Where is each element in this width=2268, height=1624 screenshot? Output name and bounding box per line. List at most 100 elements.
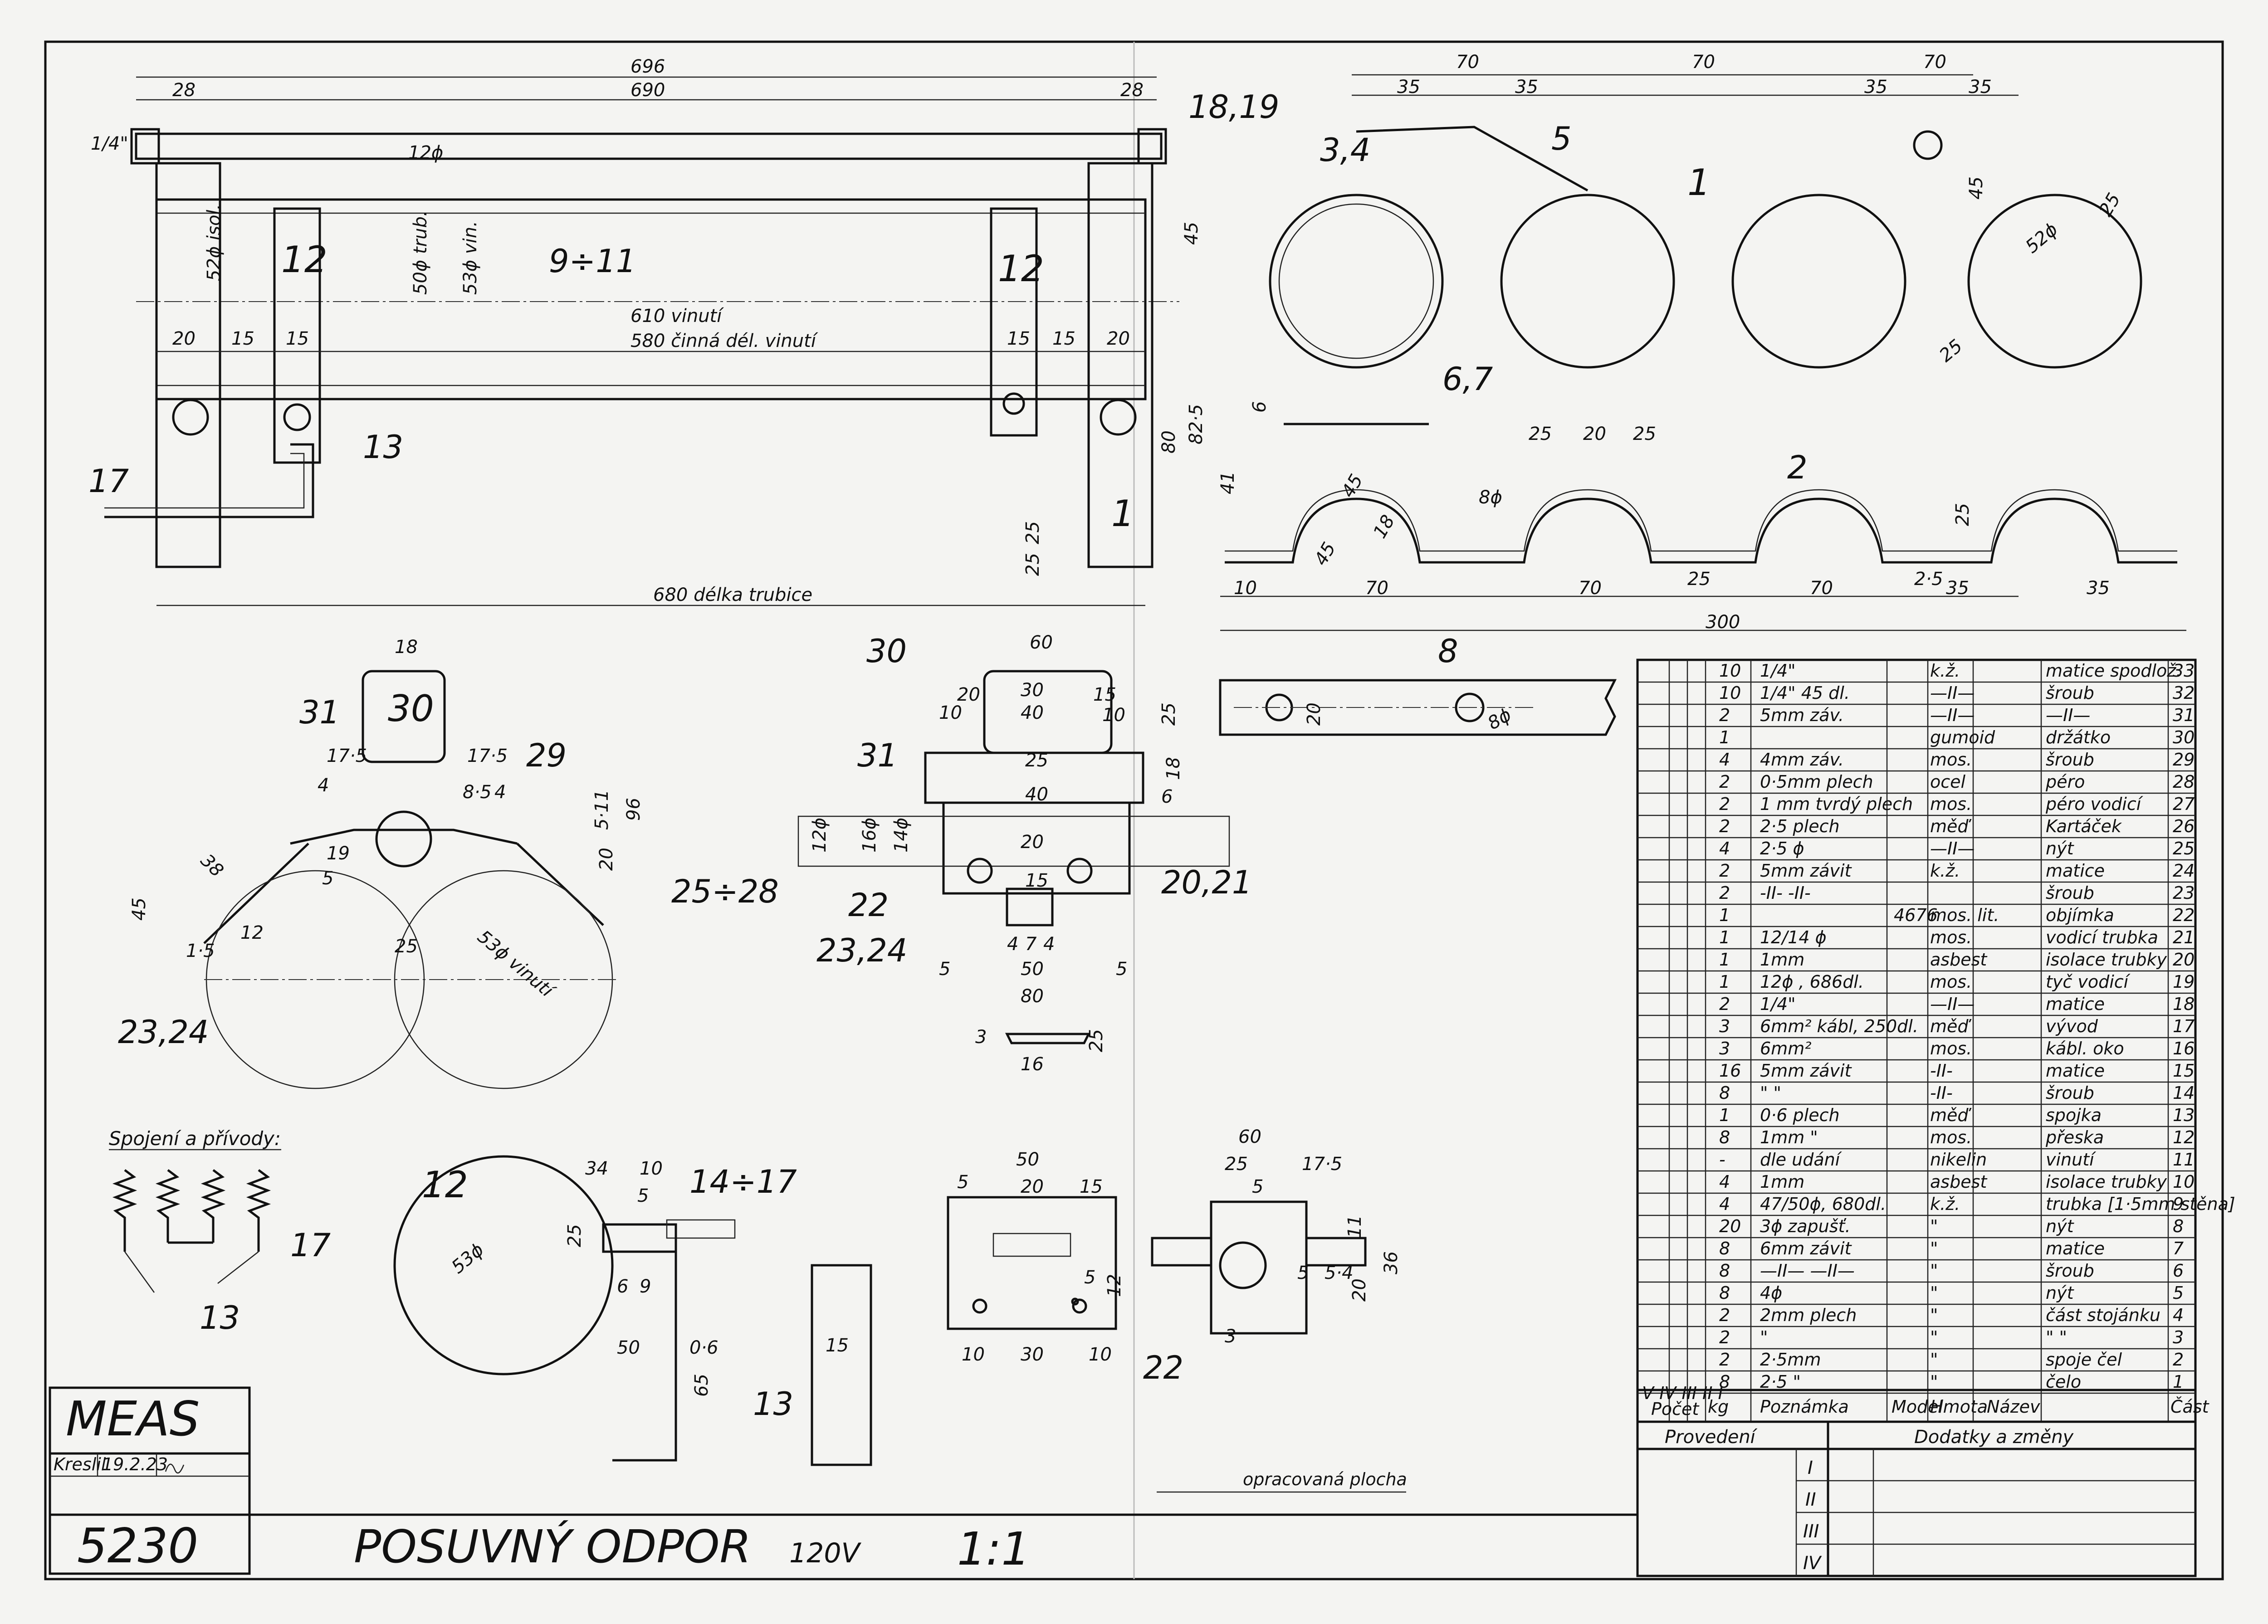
parts-cell-count: 2 [1719,772,1730,792]
parts-cell-note: 1mm " [1760,1127,1818,1147]
dim-slider-60: 60 [1030,632,1053,653]
dim-clamp-10: 10 [640,1158,663,1179]
parts-cell-note: 1/4" [1760,994,1796,1014]
dim-70-base-c: 70 [1810,578,1833,599]
parts-cell-note: 4mm záv. [1760,750,1844,770]
label-1: 1 [1111,493,1134,535]
parts-cell-count: 2 [1719,861,1730,881]
parts-cell-material: —II— [1930,994,1975,1014]
dim-35-d: 35 [1969,77,1992,98]
parts-cell-name: matice [2046,994,2105,1014]
parts-cell-part: 7 [2173,1239,2184,1258]
parts-cell-model: 4676 [1894,905,1938,925]
dim-slider-12-tube: 12ϕ [809,818,830,853]
drawn-date: 19.2.23 [102,1454,168,1474]
parts-cell-part: 30 [2173,727,2195,747]
parts-cell-material: " [1930,1350,1938,1370]
dim-clamp-25: 25 [564,1224,585,1247]
parts-cell-material: nikelin [1930,1150,1987,1170]
parts-cell-material: —II— [1930,683,1975,703]
parts-cell-material: mos. [1930,1039,1972,1058]
dim-p22-50: 50 [1016,1149,1039,1170]
dim-28-right: 28 [1120,80,1144,101]
dim-slider-30: 30 [1021,680,1044,701]
execution-label: Provedení [1665,1427,1758,1448]
dim-brush-4-b: 4 [494,782,506,803]
dim-p22-3: 3 [1225,1326,1236,1347]
dim-clamp-50: 50 [617,1337,640,1358]
parts-cell-name: nýt [2046,1216,2075,1236]
dim-580-active: 580 činná dél. vinutí [631,331,818,351]
machined-surface-legend: opracovaná plocha [1243,1469,1407,1489]
parts-cell-part: 28 [2173,772,2195,792]
parts-cell-name: nýt [2046,1283,2075,1303]
parts-cell-count: 1 [1719,905,1730,925]
strip-view: 20 8ϕ [1219,679,1617,736]
dim-70-base-a: 70 [1365,578,1388,599]
parts-cell-note: 5mm závit [1760,1061,1853,1081]
dim-28-left: 28 [172,80,196,101]
label-31-slider: 31 [857,737,898,774]
parts-cell-material: mos. [1930,972,1972,992]
parts-cell-part: 33 [2173,661,2195,681]
changes-label: Dodatky a změny [1914,1427,2074,1448]
parts-cell-name: trubka [1·5mm stěna] [2046,1194,2235,1214]
parts-cell-note: 1mm [1760,1172,1804,1192]
parts-cell-name: matice spodlož. [2046,661,2181,681]
dim-slider-20-b: 20 [1021,832,1044,853]
parts-cell-note: 2·5mm [1760,1350,1821,1370]
parts-cell-material: k.ž. [1930,861,1960,881]
slider-view: 60 30 40 20 10 15 10 25 25 40 6 18 12ϕ 1… [797,632,1252,1075]
parts-cell-material: mos. [1930,794,1972,814]
parts-cell-count: 16 [1719,1061,1741,1081]
dim-slider-4-a: 4 [1007,934,1018,955]
dim-p22-25: 25 [1225,1154,1248,1175]
dim-brush-8-5: 8·5 [463,782,492,803]
parts-cell-note: " [1760,1327,1768,1347]
dim-slider-7: 7 [1025,934,1037,955]
parts-cell-note: " " [1760,1083,1781,1103]
parts-cell-note: dle udání [1760,1150,1843,1170]
parts-cell-name: spojka [2046,1105,2102,1125]
dim-p22-10-a: 10 [962,1344,985,1365]
parts-cell-part: 19 [2173,972,2195,992]
dim-300: 300 [1706,612,1740,633]
header-kg: kg [1708,1397,1729,1417]
dim-25-e: 25 [1952,503,1973,526]
parts-cell-count: 4 [1719,1194,1730,1214]
dim-slider-10-b: 10 [1102,705,1125,726]
parts-cell-material: —II— [1930,839,1975,858]
label-13: 13 [363,429,403,466]
parts-cell-count: 1 [1719,1105,1730,1125]
dim-41: 41 [1217,471,1238,494]
dim-20: 20 [1583,424,1606,444]
parts-cell-name: matice [2046,1239,2105,1258]
label-14-17: 14÷17 [689,1163,797,1200]
label-12-right: 12 [998,248,1044,290]
dim-brush-19: 19 [327,843,350,864]
dim-82-5: 82·5 [1186,404,1207,444]
dim-50-tube: 50ϕ trub. [410,210,431,295]
parts-cell-part: 11 [2173,1150,2195,1170]
drawing-voltage: 120V [789,1537,862,1569]
parts-cell-count: 10 [1719,661,1741,681]
label-12-left: 12 [281,239,327,281]
parts-cell-note: 6mm² kábl, 250dl. [1760,1016,1918,1036]
dim-slider-10-a: 10 [939,702,962,723]
dim-680-tube-length: 680 délka trubice [653,585,812,605]
parts-cell-part: 25 [2173,839,2195,858]
dim-70-base-b: 70 [1579,578,1602,599]
parts-cell-part: 13 [2173,1105,2195,1125]
dim-clamp-0-6: 0·6 [689,1337,719,1358]
revision-III: III [1803,1521,1819,1542]
dim-45-b: 45 [1966,176,1987,200]
dim-690: 690 [631,80,665,101]
parts-cell-material: " [1930,1372,1938,1392]
dim-clamp-34: 34 [585,1158,608,1179]
parts-cell-note: 1 mm tvrdý plech [1760,794,1913,814]
parts-cell-material: asbest [1930,1172,1988,1192]
dim-35-base-b: 35 [2087,578,2110,599]
dim-p22-12: 12 [1104,1274,1125,1297]
parts-cell-name: čelo [2046,1372,2081,1392]
